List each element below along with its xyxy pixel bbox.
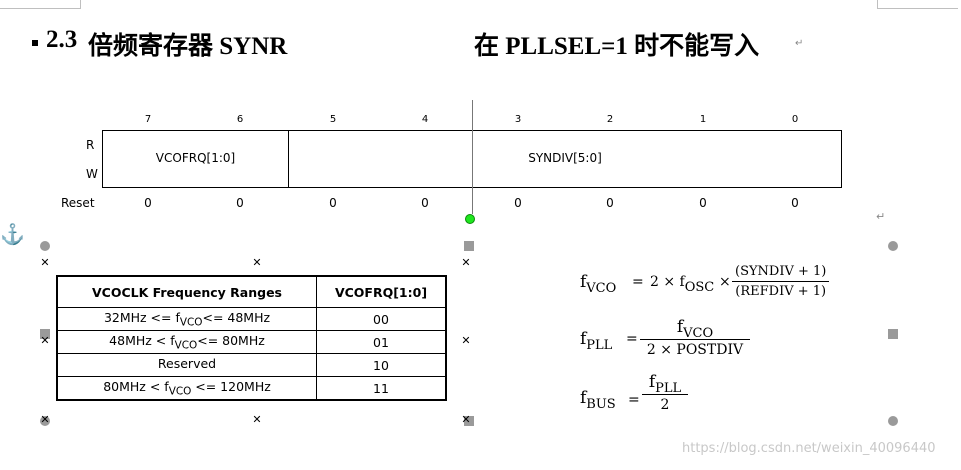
resize-handle[interactable] xyxy=(888,241,898,251)
reset-value: 0 xyxy=(421,196,429,210)
crop-handle-icon[interactable]: ✕ xyxy=(461,414,471,426)
rotate-handle[interactable] xyxy=(465,214,475,224)
crop-handle-icon[interactable]: ✕ xyxy=(252,257,262,269)
range-cell: Reserved xyxy=(56,353,317,377)
formula-fpll: fPLL = fVCO 2 × POSTDIV xyxy=(580,315,820,363)
bit-number: 0 xyxy=(791,114,799,125)
reset-value: 0 xyxy=(329,196,337,210)
bit-number: 6 xyxy=(236,114,244,125)
table-row: Reserved 10 xyxy=(56,353,447,377)
reset-value: 0 xyxy=(699,196,707,210)
bit-number: 7 xyxy=(144,114,152,125)
paragraph-mark-icon: ↵ xyxy=(876,210,886,223)
range-cell: 80MHz < fVCO <= 120MHz xyxy=(56,376,317,401)
table-row: 48MHz < fVCO<= 80MHz 01 xyxy=(56,330,447,354)
reset-value: 0 xyxy=(606,196,614,210)
field-vcofrq: VCOFRQ[1:0] xyxy=(155,151,236,165)
bit-number: 5 xyxy=(329,114,337,125)
crop-handle-icon[interactable]: ✕ xyxy=(40,257,50,269)
bit-number: 2 xyxy=(606,114,614,125)
anchor-icon[interactable]: ⚓ xyxy=(0,224,25,246)
value-cell: 01 xyxy=(316,330,447,354)
field-syndiv: SYNDIV[5:0] xyxy=(528,151,602,165)
write-label: W xyxy=(86,167,98,181)
section-note: 在 PLLSEL=1 时不能写入 xyxy=(474,33,760,60)
reset-value: 0 xyxy=(236,196,244,210)
range-cell: 48MHz < fVCO<= 80MHz xyxy=(56,330,317,354)
range-cell: 32MHz <= fVCO<= 48MHz xyxy=(56,307,317,331)
table-header: VCOCLK Frequency Ranges xyxy=(56,275,317,308)
watermark-url: https://blog.csdn.net/weixin_40096440 xyxy=(682,441,936,456)
table-header: VCOFRQ[1:0] xyxy=(316,275,447,308)
resize-handle[interactable] xyxy=(464,241,474,251)
table-row: 80MHz < fVCO <= 120MHz 11 xyxy=(56,376,447,401)
reset-value: 0 xyxy=(791,196,799,210)
table-row: 32MHz <= fVCO<= 48MHz 00 xyxy=(56,307,447,331)
read-label: R xyxy=(86,138,95,152)
frequency-table: VCOCLK Frequency Ranges VCOFRQ[1:0] 32MH… xyxy=(56,275,447,401)
reset-value: 0 xyxy=(514,196,522,210)
formula-fvco: fVCO = 2 × fOSC × (SYNDIV + 1) (REFDIV +… xyxy=(580,262,880,306)
page-corner-mark-left xyxy=(0,0,81,9)
register-diagram[interactable]: 7 6 5 4 3 2 1 0 R W VCOFRQ[1:0] SYNDIV[5… xyxy=(0,100,900,224)
value-cell: 10 xyxy=(316,353,447,377)
rotation-guide-line xyxy=(472,100,473,214)
value-cell: 00 xyxy=(316,307,447,331)
page-corner-mark-right xyxy=(877,0,958,9)
field-divider xyxy=(288,131,289,187)
resize-handle[interactable] xyxy=(40,241,50,251)
bit-number: 4 xyxy=(421,114,429,125)
section-number: 2.3 xyxy=(46,26,78,53)
bit-number: 1 xyxy=(699,114,707,125)
resize-handle[interactable] xyxy=(464,416,474,426)
value-cell: 11 xyxy=(316,376,447,401)
resize-handle[interactable] xyxy=(888,329,898,339)
crop-handle-icon[interactable]: ✕ xyxy=(252,414,262,426)
section-title: 倍频寄存器 SYNR xyxy=(88,33,288,60)
crop-handle-icon[interactable]: ✕ xyxy=(40,335,50,347)
bullet-icon xyxy=(32,40,38,46)
crop-handle-icon[interactable]: ✕ xyxy=(461,257,471,269)
resize-handle[interactable] xyxy=(40,329,50,339)
crop-handle-icon[interactable]: ✕ xyxy=(40,414,50,426)
paragraph-mark-icon: ↵ xyxy=(795,38,804,49)
formula-fbus: fBUS = fPLL 2 xyxy=(580,370,740,420)
bit-number: 3 xyxy=(514,114,522,125)
resize-handle[interactable] xyxy=(40,416,50,426)
reset-label: Reset xyxy=(61,196,95,210)
resize-handle[interactable] xyxy=(888,416,898,426)
crop-handle-icon[interactable]: ✕ xyxy=(461,335,471,347)
reset-value: 0 xyxy=(144,196,152,210)
